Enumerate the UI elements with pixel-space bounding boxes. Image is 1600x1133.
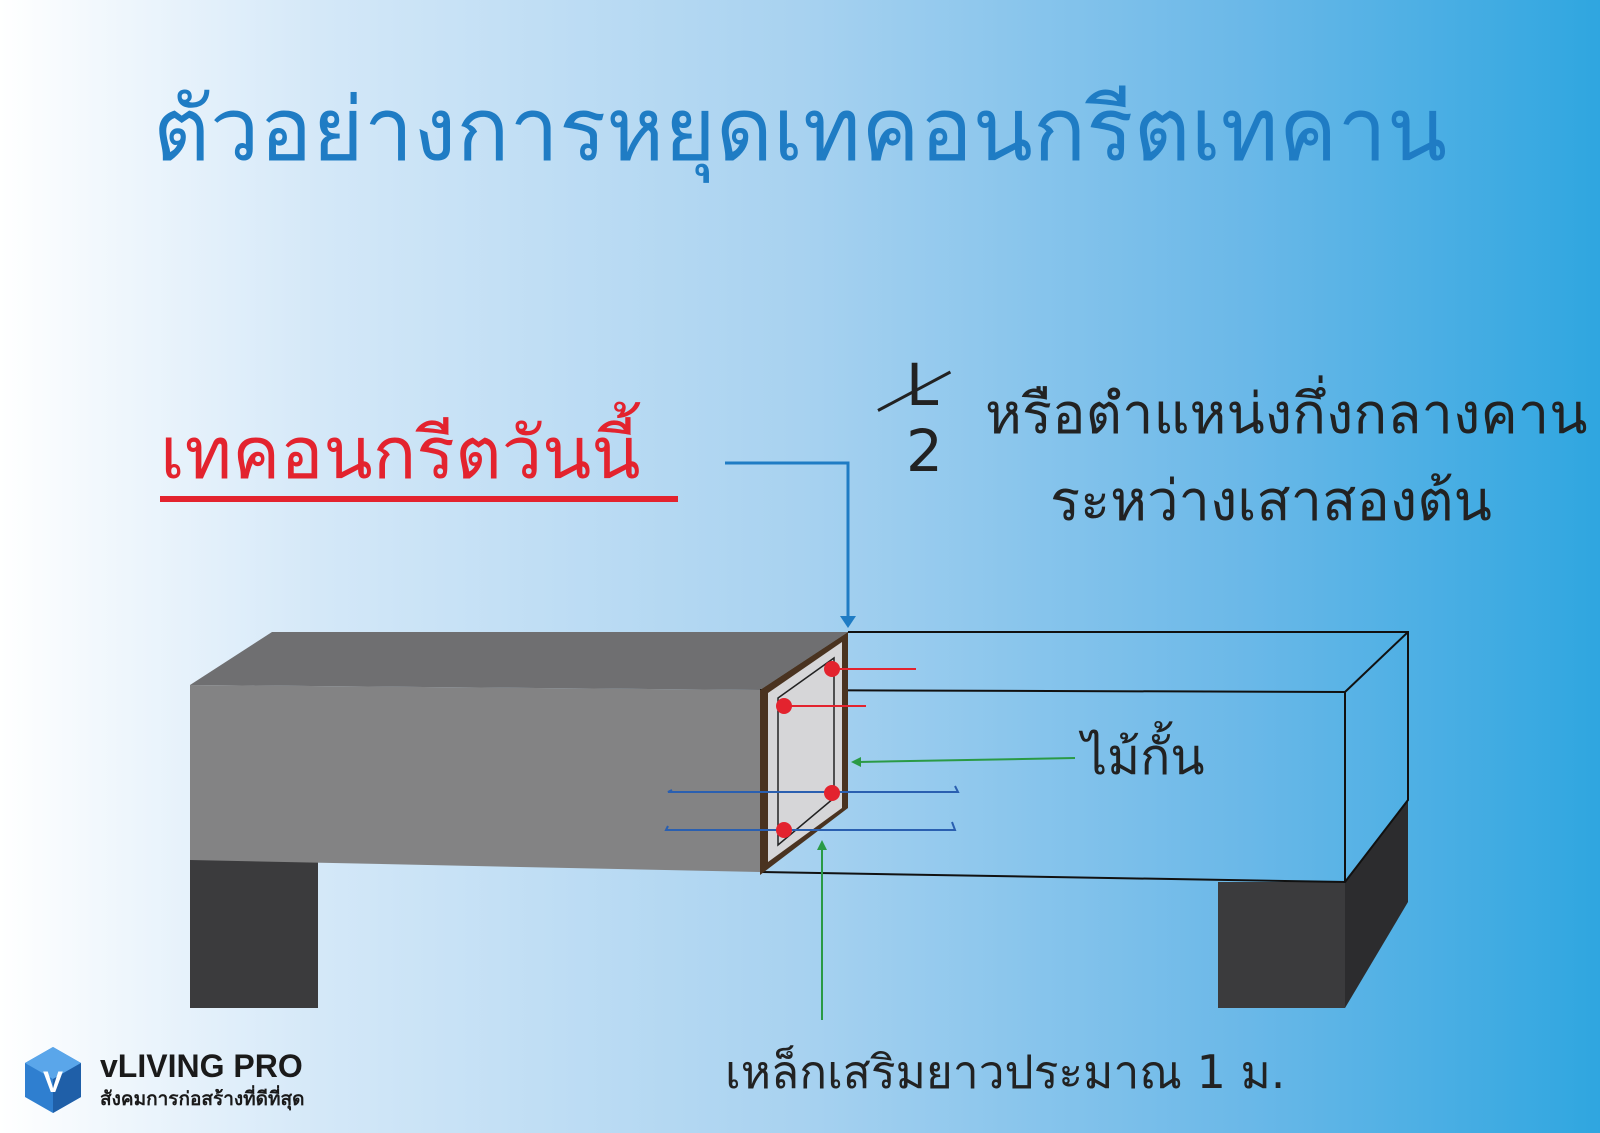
rebar-dot <box>824 661 840 677</box>
brand-logo-icon: V <box>25 1047 81 1113</box>
fraction-denominator: 2 <box>906 417 943 485</box>
half-span-fraction: L 2 <box>876 355 956 485</box>
right-column-side <box>1345 800 1408 1008</box>
wood-pointer-arrowhead <box>851 757 861 767</box>
rebar-dot <box>776 822 792 838</box>
stirrups <box>664 785 960 831</box>
diagram-title: ตัวอย่างการหยุดเทคอนกรีตเทคาน <box>152 78 1448 181</box>
right-column <box>1218 882 1345 1008</box>
poured-beam-top <box>190 632 848 690</box>
rebar-dot <box>824 785 840 801</box>
rebar-dot <box>776 698 792 714</box>
today-pointer-arrowhead <box>840 616 856 628</box>
formwork-stop-label: ไม้กั้น <box>1082 728 1205 786</box>
left-column <box>190 860 318 1008</box>
protruding-rebars <box>784 668 916 707</box>
rebar-extension-label: เหล็กเสริมยาวประมาณ 1 ม. <box>725 1045 1286 1099</box>
brand-name: vLIVING PRO <box>100 1048 303 1084</box>
poured-beam-front <box>190 685 760 872</box>
midspan-label-line2: ระหว่างเสาสองต้น <box>1050 469 1492 534</box>
brand-tagline: สังคมการก่อสร้างที่ดีที่สุด <box>100 1089 305 1110</box>
midspan-label-line1: หรือตำแหน่งกึ่งกลางคาน <box>985 382 1588 447</box>
today-pour-label: เทคอนกรีตวันนี้ <box>160 411 641 495</box>
rebar-pointer-arrowhead <box>817 840 827 850</box>
future-beam-outline <box>759 631 1409 884</box>
today-pour-underline <box>160 496 678 502</box>
wood-pointer-line <box>857 757 1076 763</box>
brand-logo-letter: V <box>43 1066 63 1099</box>
today-pointer-line <box>725 461 850 618</box>
